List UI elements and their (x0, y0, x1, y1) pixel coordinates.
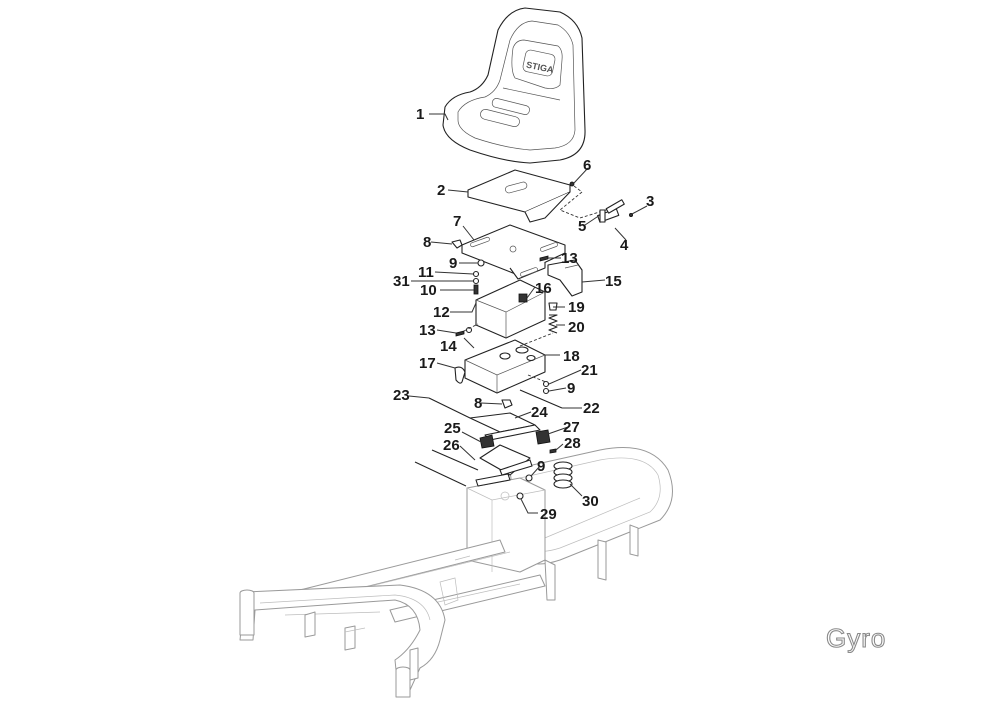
seat-switch-parts[interactable] (597, 199, 634, 223)
callout-16: 16 (535, 280, 552, 297)
seat-part-1[interactable]: STIGA (442, 7, 586, 164)
callout-17: 17 (419, 355, 436, 372)
washer-part-11[interactable] (472, 270, 480, 278)
suspension-box-part-18[interactable] (464, 332, 554, 394)
linkage-part-26[interactable] (475, 444, 533, 487)
bushing-block-part-27[interactable] (535, 429, 551, 445)
seat-plate-upper-part-2[interactable] (467, 169, 575, 223)
knob-part-8b[interactable] (501, 399, 513, 409)
spring-part-20[interactable] (548, 314, 558, 334)
seat-plate-lower-part-7[interactable] (461, 224, 566, 280)
callout-28: 28 (564, 435, 581, 452)
rod-part-23[interactable] (428, 397, 471, 419)
linkage-part-24[interactable] (469, 412, 541, 441)
callout-4: 4 (620, 237, 629, 254)
long-bolt[interactable] (414, 461, 467, 487)
callout-10: 10 (420, 282, 437, 299)
callout-6: 6 (583, 157, 591, 174)
callout-20: 20 (568, 319, 585, 336)
callout-1: 1 (416, 106, 424, 123)
callout-18: 18 (563, 348, 580, 365)
nut-part-9c[interactable] (525, 474, 533, 482)
callout-21: 21 (581, 362, 598, 379)
callout-8b: 8 (474, 395, 482, 412)
callout-7: 7 (453, 213, 461, 230)
callout-12: 12 (433, 304, 450, 321)
callout-5: 5 (578, 218, 586, 235)
callout-13b: 13 (419, 322, 436, 339)
callout-2: 2 (437, 182, 445, 199)
cover-part-12[interactable] (475, 279, 546, 339)
callout-23: 23 (393, 387, 410, 404)
callout-19: 19 (568, 299, 585, 316)
screw-part-28[interactable] (549, 448, 557, 454)
brand-logo-gyro: Gyro (826, 623, 886, 653)
bracket-part-15[interactable] (547, 259, 583, 297)
rod-part-22[interactable] (519, 389, 563, 409)
washer-part-21[interactable] (542, 380, 550, 388)
nut-part-29[interactable] (516, 492, 524, 500)
callout-29: 29 (540, 506, 557, 523)
callout-3: 3 (646, 193, 654, 210)
bolt-part-10[interactable] (473, 284, 479, 295)
callout-8: 8 (423, 234, 431, 251)
knob-part-8[interactable] (451, 239, 463, 249)
long-bolt[interactable] (431, 449, 479, 471)
callout-9c: 9 (537, 458, 545, 475)
chassis-frame (239, 447, 673, 698)
callout-27: 27 (563, 419, 580, 436)
clip-part-16[interactable] (518, 293, 528, 303)
callout-14: 14 (440, 338, 457, 355)
callout-30: 30 (582, 493, 599, 510)
callout-25: 25 (444, 420, 461, 437)
callout-31: 31 (393, 273, 410, 290)
washer-part-31[interactable] (472, 277, 480, 285)
callout-11: 11 (418, 264, 434, 281)
callout-26: 26 (443, 437, 460, 454)
callout-22: 22 (583, 400, 600, 417)
screw-part-13b[interactable] (455, 330, 465, 337)
coil-spring-part-30[interactable] (553, 461, 573, 489)
callout-9: 9 (449, 255, 457, 272)
nut-part-9[interactable] (477, 259, 485, 267)
callout-15: 15 (605, 273, 622, 290)
screw-part-13[interactable] (539, 255, 549, 262)
callout-13: 13 (561, 250, 578, 267)
callout-24: 24 (531, 404, 548, 421)
bump-stop-part-17[interactable] (454, 366, 466, 384)
bushing-block-part-25[interactable] (479, 434, 495, 449)
callout-9b: 9 (567, 380, 575, 397)
leader-lines (408, 113, 648, 514)
nut-part-9b[interactable] (542, 387, 550, 395)
callout-labels: 1 2 3 4 5 6 7 8 9 11 31 10 13 15 16 12 1… (393, 106, 654, 523)
